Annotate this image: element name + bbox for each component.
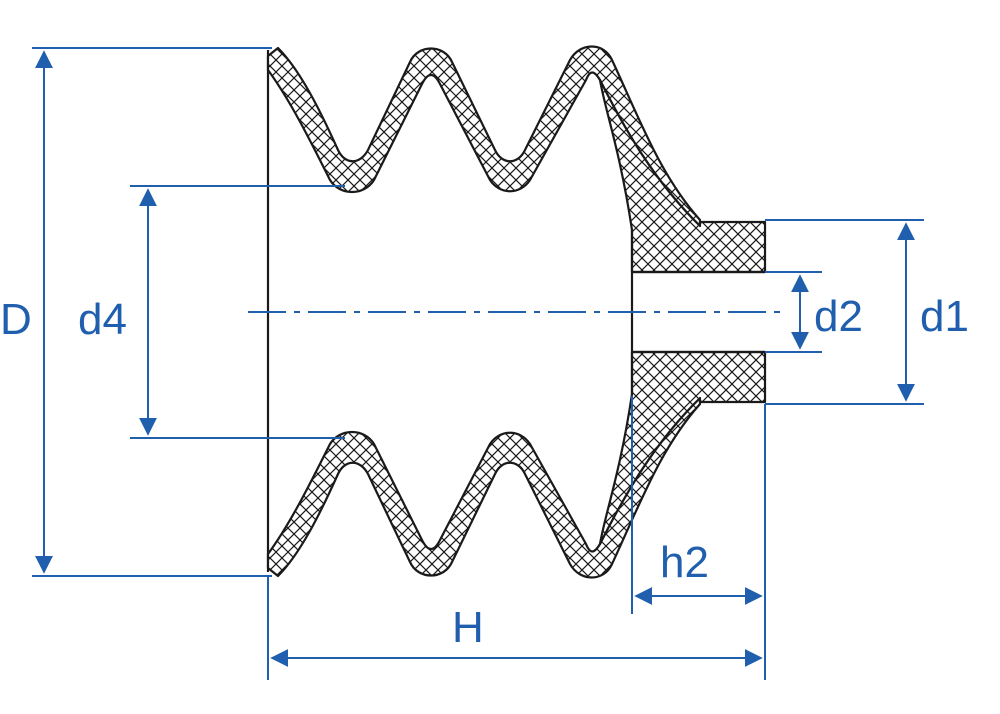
lower-shoulder	[598, 350, 767, 546]
label-h2: h2	[660, 538, 709, 587]
upper-bellows-wall	[266, 45, 702, 228]
label-d2: d2	[814, 292, 863, 341]
lower-bellows-wall	[266, 396, 702, 579]
part-body	[266, 45, 767, 579]
label-D: D	[0, 295, 32, 344]
upper-shoulder	[598, 78, 767, 274]
label-d1: d1	[920, 292, 969, 341]
label-d4: d4	[78, 295, 127, 344]
dimension-labels: D d4 d2 d1 h2 H	[0, 292, 969, 652]
label-H: H	[452, 603, 484, 652]
dimensions	[32, 47, 924, 680]
